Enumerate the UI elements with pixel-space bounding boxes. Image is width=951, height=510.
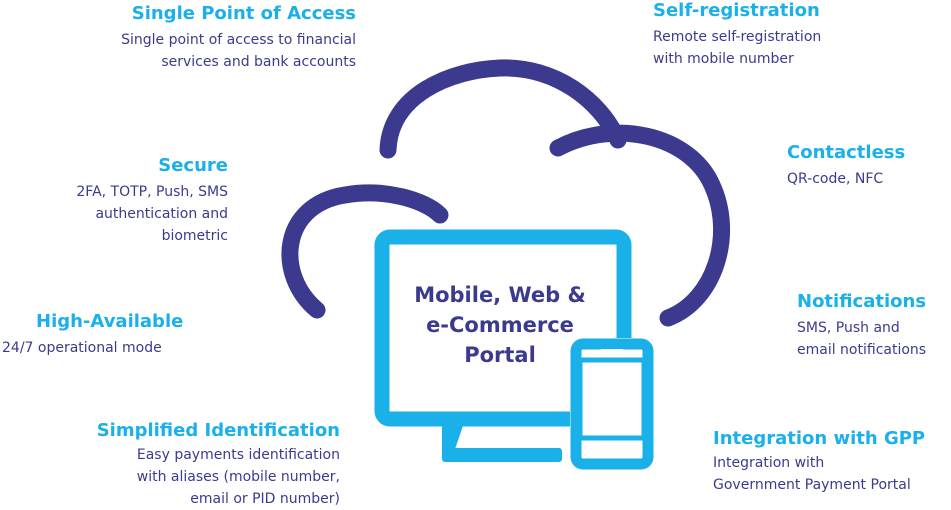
feature-description: QR-code, NFC [787, 168, 905, 190]
feature-single-point-of-access: Single Point of Access Single point of a… [121, 3, 356, 73]
feature-description: Single point of access to financial serv… [121, 29, 356, 73]
feature-title: Single Point of Access [131, 3, 356, 24]
feature-description: SMS, Push and email notifications [797, 317, 926, 361]
description-line: QR-code, NFC [787, 171, 884, 187]
feature-high-available-description: 24/7 operational mode [2, 337, 162, 359]
feature-contactless: Contactless QR-code, NFC [787, 142, 905, 190]
feature-title: Self-registration [653, 0, 820, 21]
description-line: 24/7 operational mode [2, 340, 162, 356]
portal-title: Mobile, Web & e-Commerce Portal [395, 280, 605, 370]
feature-description: 2FA, TOTP, Push, SMS authentication and … [76, 181, 228, 247]
feature-notifications: Notifications SMS, Push and email notifi… [797, 291, 926, 361]
feature-description: Integration with Government Payment Port… [713, 452, 925, 496]
description-line: Easy payments identification [136, 447, 340, 463]
description-line: biometric [161, 228, 228, 244]
feature-integration-with-gpp: Integration with GPP Integration with Go… [713, 428, 925, 496]
description-line: Integration with [713, 455, 825, 471]
description-line: 2FA, TOTP, Push, SMS [76, 184, 228, 200]
feature-title: Secure [158, 155, 228, 176]
feature-secure: Secure 2FA, TOTP, Push, SMS authenticati… [76, 155, 228, 247]
feature-description: Remote self-registration with mobile num… [653, 26, 821, 70]
feature-description: Easy payments identification with aliase… [97, 444, 340, 510]
feature-title: Contactless [787, 142, 906, 163]
monitor-icon [374, 229, 632, 462]
feature-title: Notifications [797, 291, 927, 312]
feature-title: Simplified Identification [96, 420, 340, 441]
description-line: services and bank accounts [161, 54, 356, 70]
smartphone-icon [570, 338, 654, 470]
portal-title-line2: e-Commerce [426, 313, 574, 337]
description-line: email notifications [797, 342, 927, 358]
description-line: Government Payment Portal [713, 477, 911, 493]
feature-self-registration: Self-registration Remote self-registrati… [653, 0, 821, 70]
feature-title: High-Available [36, 311, 184, 332]
description-line: with mobile number [653, 51, 794, 67]
description-line: Remote self-registration [653, 29, 822, 45]
feature-description: 24/7 operational mode [2, 337, 162, 359]
feature-high-available: High-Available [36, 311, 183, 333]
description-line: email or PID number) [190, 491, 340, 507]
description-line: SMS, Push and [797, 320, 900, 336]
description-line: with aliases (mobile number, [136, 469, 340, 485]
cloud-icon [281, 59, 731, 327]
description-line: Single point of access to financial [121, 32, 356, 48]
feature-simplified-identification: Simplified Identification Easy payments … [97, 420, 340, 510]
feature-title: Integration with GPP [713, 428, 926, 449]
portal-title-line3: Portal [464, 343, 536, 367]
description-line: authentication and [95, 206, 228, 222]
portal-title-line1: Mobile, Web & [414, 283, 586, 307]
